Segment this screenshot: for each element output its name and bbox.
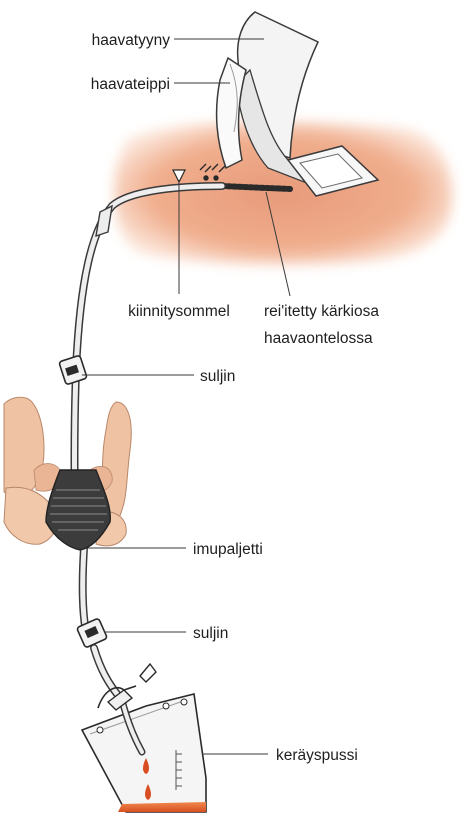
label-wound-tape: haavateippi <box>91 76 170 93</box>
upper-clamp <box>59 355 87 385</box>
collection-bag <box>82 664 206 812</box>
label-upper-clamp: suljin <box>200 368 235 385</box>
label-perforated-tip-line2: haavaontelossa <box>264 330 373 347</box>
label-collection-bag: keräyspussi <box>276 747 358 764</box>
label-lower-clamp: suljin <box>193 625 228 642</box>
label-anchor-suture: kiinnitysommel <box>128 303 230 320</box>
label-wound-dressing: haavatyyny <box>92 32 171 49</box>
label-suction-bellows: imupaljetti <box>193 541 263 558</box>
label-perforated-tip-line1: rei'itetty kärkiosa <box>264 303 379 320</box>
perforated-tip <box>222 186 290 189</box>
tube-connector <box>96 206 112 236</box>
